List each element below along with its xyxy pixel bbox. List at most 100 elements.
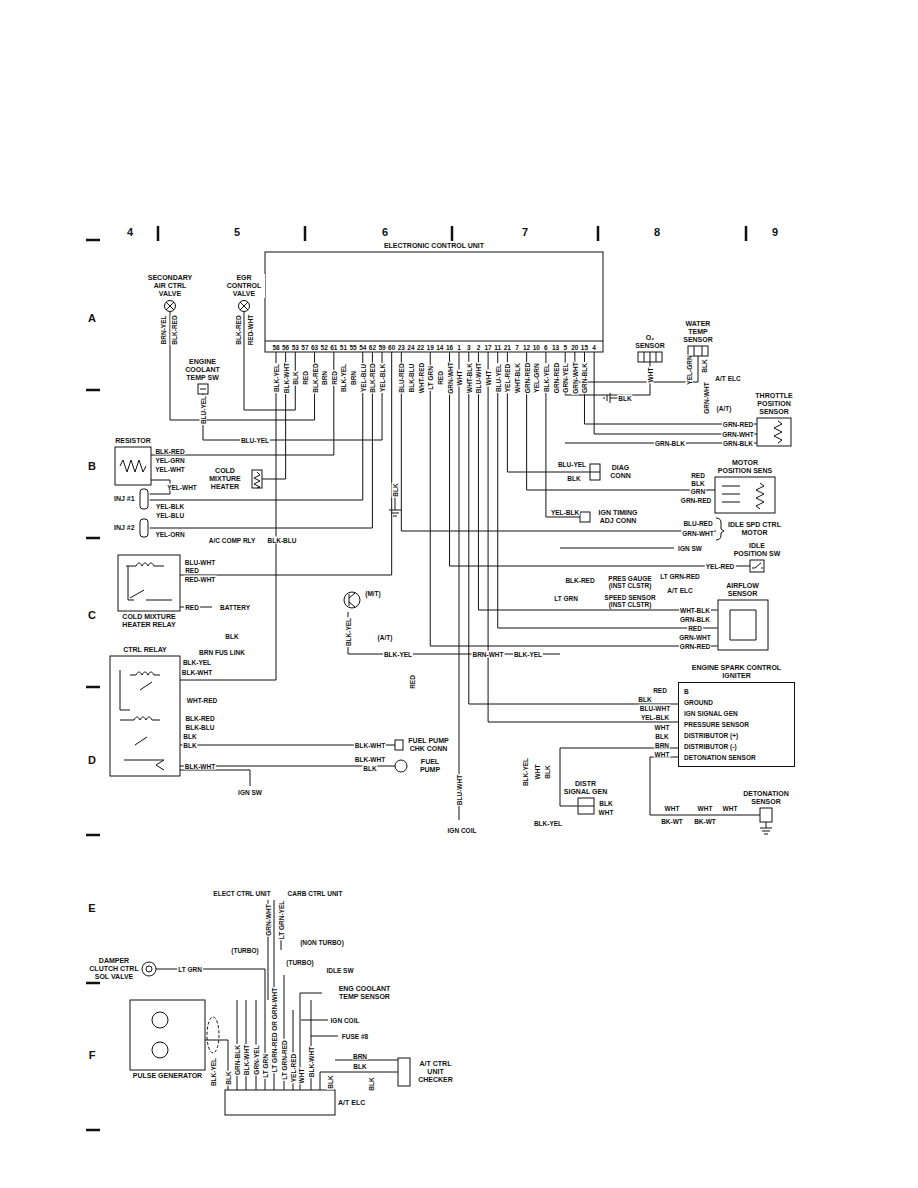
- wire-color-label: LT GRN: [553, 595, 579, 602]
- wire: [498, 352, 718, 628]
- symbol-area: [760, 808, 772, 822]
- grid-reference: 7: [521, 226, 529, 238]
- pin-name: DETONATION SENSOR: [684, 752, 789, 763]
- wire-color-label: BLK: [224, 633, 239, 640]
- wire-color-label: BLU-RED: [682, 520, 713, 527]
- wire-color-label: GRN-WHT: [446, 361, 453, 394]
- connector-symbol: [644, 352, 656, 362]
- wire-color-label: BLK: [617, 395, 632, 402]
- wire-color-label: IGN SW: [237, 789, 263, 796]
- wire-color-label: BK-WT: [693, 818, 717, 825]
- resistor-symbol: [120, 460, 146, 472]
- wire-color-label: GRN-BLK: [581, 362, 588, 394]
- wire-color-label: (A/T): [377, 634, 394, 641]
- symbol-area: [115, 447, 151, 485]
- sensor: WATER TEMP SENSOR: [681, 320, 715, 356]
- wire: [560, 748, 678, 806]
- solenoid-symbol: [142, 962, 156, 976]
- wire-color-label: A/T ELC: [714, 375, 741, 382]
- wire-color-label: IGN COIL: [330, 1017, 361, 1024]
- wire-color-label: LT GRN: [262, 1053, 269, 1079]
- solenoid-symbol: [146, 966, 152, 972]
- wire-color-label: GRN-WHT: [265, 903, 272, 936]
- valve-symbol: [166, 302, 248, 310]
- pin-number: 54: [358, 344, 367, 351]
- wire-color-label: BLK: [362, 765, 377, 772]
- relay-box: CTRL RELAY: [110, 646, 180, 776]
- connector-symbol: [578, 806, 594, 807]
- igniter-box: ENGINE SPARK CONTROL IGNITERBGROUNDIGN S…: [678, 664, 795, 767]
- wire-color-label: BLK: [598, 800, 613, 807]
- wire-color-label: BLK-WHT: [243, 1044, 250, 1076]
- connector: IGN TIMING ADJ CONN: [580, 509, 643, 525]
- ground-symbol: [760, 822, 772, 834]
- wire-color-label: BLK: [182, 742, 197, 749]
- symbol-area: [757, 418, 791, 446]
- wire: [546, 352, 580, 517]
- grid-reference: B: [87, 460, 97, 472]
- ecu-outline: [265, 252, 603, 352]
- switch-symbol: [750, 560, 764, 572]
- wire-color-label: IDLE SW: [325, 967, 354, 974]
- wire-color-label: BLK-BLU: [267, 537, 298, 544]
- wire-color-label: LT GRN-RED: [281, 1039, 288, 1081]
- heater: COLD MIXTURE HEATER: [201, 467, 262, 491]
- wire: [401, 352, 716, 531]
- wire-color-label: YEL-BLK: [155, 503, 185, 510]
- wire-color-label: (TURBO): [230, 947, 259, 954]
- wire-color-label: WHT-BLK: [465, 362, 472, 394]
- pin-number: 6: [543, 344, 549, 351]
- wire-color-label: BRN-YEL: [160, 315, 167, 346]
- node-label: A/T CTRL UNIT CHECKER: [413, 1060, 458, 1084]
- control-unit-box: [225, 1090, 335, 1115]
- wire: [320, 1072, 398, 1090]
- wire-color-label: BLK: [701, 358, 708, 373]
- pin-number: 11: [493, 344, 502, 351]
- grid-reference: 4: [126, 226, 134, 238]
- wire-color-label: LT GRN: [427, 365, 434, 391]
- pin-number: 15: [580, 344, 589, 351]
- node-label: THROTTLE POSITION SENSOR: [749, 392, 799, 416]
- wire-color-label: GRN-BLK: [679, 616, 711, 623]
- checker-box: A/T CTRL UNIT CHECKER: [398, 1058, 458, 1086]
- grid-reference: D: [87, 754, 97, 766]
- switch: IDLE POSITION SW: [732, 542, 782, 572]
- pump: FUEL PUMP: [395, 758, 450, 774]
- wire-color-label: WHT: [485, 370, 492, 387]
- valve: EGR CONTROL VALVE: [223, 274, 265, 312]
- wire-color-label: SPEED SENSOR (INST CLSTR): [599, 594, 661, 608]
- wire-color-label: BLU-WHT: [639, 705, 671, 712]
- symbol-area: [322, 988, 334, 998]
- wire-color-label: RED: [184, 567, 200, 574]
- node-label: DAMPER CLUTCH CTRL SOL VALVE: [89, 957, 139, 981]
- wire-color-label: BLK-RED: [184, 715, 215, 722]
- wire-color-label: YEL-GRN: [154, 457, 185, 464]
- pin-name: GROUND: [684, 697, 789, 708]
- wire-color-label: GRN-YEL: [253, 1044, 260, 1075]
- wire-color-label: BLU-RED: [398, 362, 405, 393]
- wire: [488, 352, 678, 722]
- sensor: O₂ SENSOR: [630, 334, 670, 362]
- injector: INJ #1: [114, 487, 150, 511]
- transistor-symbol: [344, 592, 360, 608]
- pin-number: 1: [456, 344, 462, 351]
- pin-number: 51: [339, 344, 348, 351]
- wire-color-label: BLK-YEL: [542, 363, 549, 393]
- wire-color-label: GRN-RED: [680, 497, 712, 504]
- pin-number: 53: [291, 344, 300, 351]
- symbol-area: [234, 300, 254, 312]
- pin-number: 22: [416, 344, 425, 351]
- wire-color-label: YEL-GRN: [686, 354, 693, 385]
- sensor-box: [715, 477, 775, 513]
- relay-symbol: [126, 563, 172, 600]
- pin-number: 60: [387, 344, 396, 351]
- wire-color-label: GRN-RED: [722, 421, 754, 428]
- brace-symbol: [716, 518, 724, 540]
- node-label: AIRFLOW SENSOR: [715, 582, 770, 598]
- wire-color-label: WHT: [722, 805, 739, 812]
- wire-color-label: BLK: [690, 480, 705, 487]
- wire-color-label: BLK-RED: [154, 448, 185, 455]
- wire-color-label: BLK-WHT: [308, 1046, 315, 1078]
